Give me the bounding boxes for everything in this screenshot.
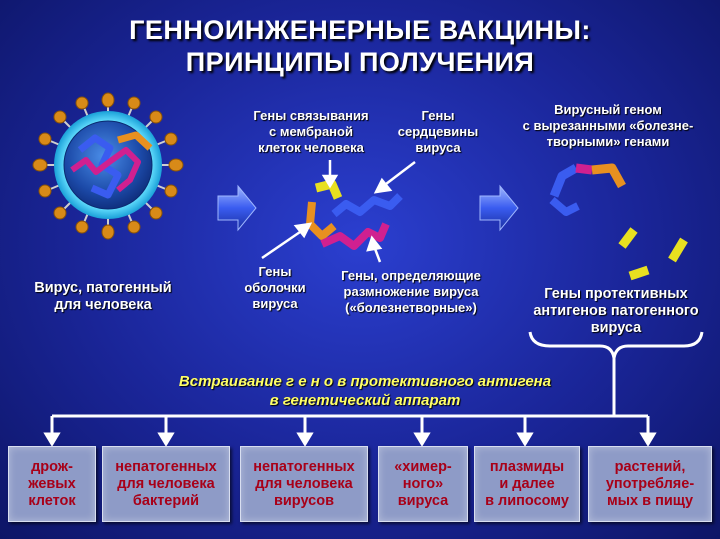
label-binding-genes: Гены связывания с мембраной клеток челов… xyxy=(253,108,369,155)
label-core-genes: Гены сердцевины вируса xyxy=(397,108,479,155)
label-envelope-genes: Гены оболочки вируса xyxy=(244,264,306,311)
label-protective-genes: Гены протективных антигенов патогенного … xyxy=(533,286,699,336)
target-box-chimeric-virus: «химер-ного»вируса xyxy=(378,446,468,522)
pointer-arrows-icon xyxy=(261,160,416,263)
label-viral-genome: Вирусный геном с вырезанными «болезне- т… xyxy=(522,102,694,149)
virus-spike-heads-icon xyxy=(32,92,184,240)
title-line-1: ГЕННОИНЖЕНЕРНЫЕ ВАКЦИНЫ: xyxy=(129,15,591,45)
label-reproduction-genes: Гены, определяющие размножение вируса («… xyxy=(341,268,481,315)
distribution-lines-icon xyxy=(43,358,657,447)
integration-caption: Встраивание г е н о в протективного анти… xyxy=(178,373,552,409)
flow-arrow-2-icon xyxy=(479,184,519,232)
genome-fragments-icon xyxy=(306,179,403,250)
cut-genome-icon xyxy=(549,163,626,216)
title-line-2: ПРИНЦИПЫ ПОЛУЧЕНИЯ xyxy=(185,47,535,77)
page-title: ГЕННОИНЖЕНЕРНЫЕ ВАКЦИНЫ: ПРИНЦИПЫ ПОЛУЧЕ… xyxy=(0,14,720,78)
virus-genome-orange-icon xyxy=(117,131,153,151)
virus-genome-magenta-icon xyxy=(70,147,141,193)
target-box-plants: растений,употребляе-мых в пищу xyxy=(588,446,712,522)
label-virus-pathogenic: Вирус, патогенный для человека xyxy=(34,280,172,313)
virus-particle-icon xyxy=(32,92,184,240)
protective-genes-icon xyxy=(618,227,688,281)
flow-arrow-1-icon xyxy=(217,184,257,232)
